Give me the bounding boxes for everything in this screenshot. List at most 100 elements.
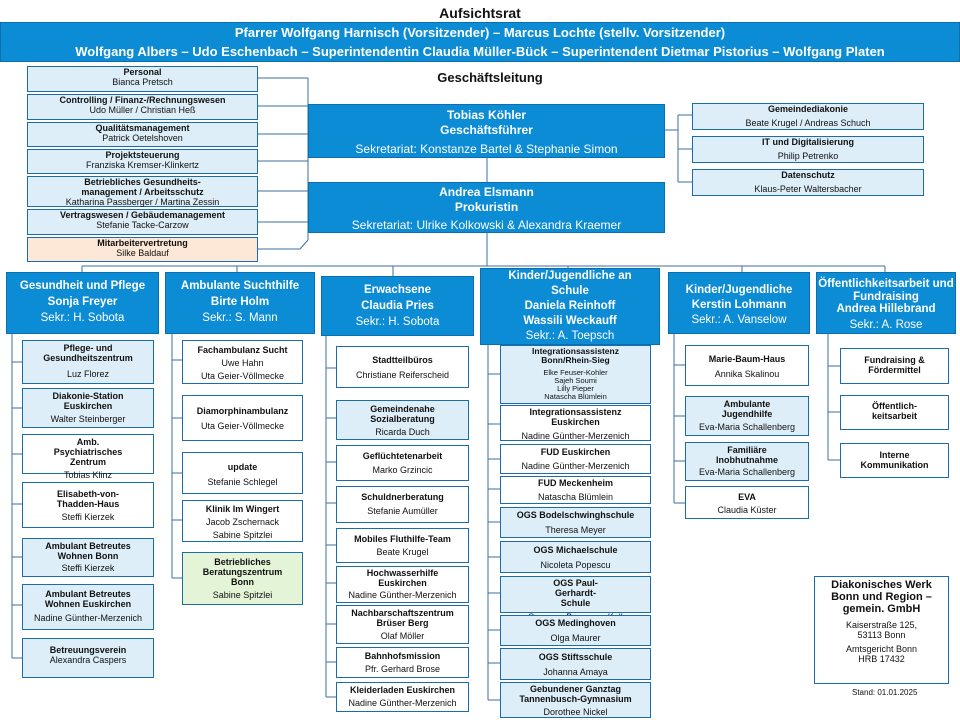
unit-person: Lilly Pieper xyxy=(557,384,594,393)
dept-sekretariat: Sekr.: H. Sobota xyxy=(40,312,125,324)
dept-header-schule: Kinder/Jugendliche an Schule Daniela Rei… xyxy=(480,268,660,345)
unit-person: Stefanie Schlegel xyxy=(207,477,278,487)
unit-person: Luz Florez xyxy=(66,369,110,379)
unit-person: Sabine Spitzlei xyxy=(212,590,273,600)
company-hrb: HRB 17432 xyxy=(858,654,905,664)
staff-box-gemeindediakonie: Gemeindediakonie Beate Krugel / Andreas … xyxy=(692,103,924,130)
dept-sekretariat: Sekr.: S. Mann xyxy=(202,312,278,324)
unit-title: Fachambulanz Sucht xyxy=(197,345,288,355)
staff-person: Silke Baldauf xyxy=(116,248,169,258)
unit-title: Gemeindenahe Sozialberatung xyxy=(370,404,435,424)
unit-box: Elisabeth-von-Thadden-Haus Steffi Kierze… xyxy=(22,482,154,528)
unit-box: EVA Claudia Küster xyxy=(685,486,809,519)
unit-box: Familiäre Inobhutnahme Eva-Maria Schalle… xyxy=(685,442,809,481)
unit-person: Steffi Kierzek xyxy=(61,512,115,522)
staff-box-it: IT und Digitalisierung Philip Petrenko xyxy=(692,136,924,163)
aufsichtsrat-band: Pfarrer Wolfgang Harnisch (Vorsitzender)… xyxy=(0,22,960,62)
unit-person: Olaf Möller xyxy=(380,631,425,641)
unit-title: OGS Bodelschwinghschule xyxy=(516,510,635,520)
company-address-2: 53113 Bonn xyxy=(857,630,906,640)
unit-box: Amb. Psychiatrisches Zentrum Tobias Klin… xyxy=(22,434,154,480)
dept-sekretariat: Sekr.: H. Sobota xyxy=(355,316,440,328)
unit-title: Gebundener Ganztag Tannenbusch-Gymnasium xyxy=(519,684,632,704)
unit-title: Betriebliches Beratungszentrum Bonn xyxy=(202,557,283,587)
staff-title: Vertragswesen / Gebäudemanagement xyxy=(59,210,226,220)
dept-header-oeffentlichkeit: Öffentlichkeitsarbeit und Fundraising An… xyxy=(816,272,956,334)
unit-title: FUD Meckenheim xyxy=(537,478,614,488)
staff-person: Franziska Kremser-Klinkertz xyxy=(85,160,200,170)
unit-title: Geflüchtetenarbeit xyxy=(362,451,443,461)
staff-person: Stefanie Tacke-Carzow xyxy=(96,220,189,230)
unit-title: Interne Kommunikation xyxy=(860,450,929,470)
dept-header-gesundheit: Gesundheit und Pflege Sonja Freyer Sekr.… xyxy=(6,272,159,334)
staff-box-projektsteuerung: Projektsteuerung Franziska Kremser-Klink… xyxy=(27,149,258,174)
staff-person: Katharina Passberger / Martina Zessin xyxy=(65,197,220,207)
unit-box: Ambulant Betreutes Wohnen Bonn Steffi Ki… xyxy=(22,538,154,577)
staff-title: Controlling / Finanz-/Rechnungswesen xyxy=(59,95,226,105)
unit-person: Uta Geier-Völlmecke xyxy=(200,421,285,431)
dept-sekretariat: Sekr.: A. Rose xyxy=(849,318,923,331)
unit-box: OGS Bodelschwinghschule Theresa Meyer xyxy=(500,507,651,538)
unit-box: Kleiderladen Euskirchen Nadine Günther-M… xyxy=(336,682,469,712)
unit-person-2: Uta Geier-Völlmecke xyxy=(200,371,285,381)
unit-title: Integrationsassistenz Euskirchen xyxy=(529,407,622,427)
unit-box: Ambulante Jugendhilfe Eva-Maria Schallen… xyxy=(685,396,809,436)
staff-box-datenschutz: Datenschutz Klaus-Peter Waltersbacher xyxy=(692,169,924,196)
unit-title: EVA xyxy=(738,492,756,502)
unit-title: Stadtteilbüros xyxy=(372,355,433,365)
unit-box: OGS Stiftsschule Johanna Amaya xyxy=(500,648,651,680)
gf-role: Geschäftsführer xyxy=(440,123,533,137)
unit-person: Eva-Maria Schallenberg xyxy=(698,467,796,477)
staff-title: IT und Digitalisierung xyxy=(762,137,854,147)
unit-person: Nadine Günther-Merzenich xyxy=(348,698,457,708)
staff-title: Betriebliches Gesundheits-management / A… xyxy=(81,177,204,197)
unit-box: Gebundener Ganztag Tannenbusch-Gymnasium… xyxy=(500,682,651,718)
unit-title: Pflege- und Gesundheitszentrum xyxy=(43,343,133,363)
unit-title: Öffentlich-keitsarbeit xyxy=(871,401,918,421)
unit-title: Familiäre Inobhutnahme xyxy=(716,445,778,465)
unit-title: Integrationsassistenz Bonn/Rhein-Sieg xyxy=(532,346,619,365)
geschaeftsfuehrer-box: Tobias Köhler Geschäftsführer Sekretaria… xyxy=(308,104,665,158)
unit-title: OGS Medinghoven xyxy=(535,618,616,628)
unit-person: Ricarda Duch xyxy=(375,427,430,437)
dept-head: Sonja Freyer xyxy=(47,296,118,308)
dept-title: Öffentlichkeitsarbeit und Fundraising xyxy=(818,278,954,303)
unit-box: Diamorphinambulanz Uta Geier-Völlmecke xyxy=(182,395,303,441)
dept-head: Andrea Hillebrand xyxy=(836,303,936,315)
unit-title: FUD Euskirchen xyxy=(540,447,611,457)
staff-title: Datenschutz xyxy=(781,170,835,180)
dept-head-2: Wassili Weckauff xyxy=(523,315,617,327)
prokurist-name: Andrea Elsmann xyxy=(439,185,534,199)
unit-person: Beate Krugel xyxy=(376,547,429,557)
staff-person: Klaus-Peter Waltersbacher xyxy=(754,184,862,194)
dept-head: Claudia Pries xyxy=(361,300,434,312)
unit-person: Alexandra Caspers xyxy=(49,655,127,665)
prokurist-box: Andrea Elsmann Prokuristin Sekretariat: … xyxy=(308,182,665,233)
dept-title: Gesundheit und Pflege xyxy=(19,280,146,292)
company-address-1: Kaiserstraße 125, xyxy=(845,620,918,630)
unit-person: Nicoleta Popescu xyxy=(540,560,611,570)
unit-person: Eva-Maria Schallenberg xyxy=(698,422,796,432)
staff-title: Projektsteuerung xyxy=(105,150,180,160)
company-court: Amtsgericht Bonn xyxy=(845,644,918,654)
unit-person: Steffi Kierzek xyxy=(61,563,115,573)
unit-person: Nadine Günther-Merzenich xyxy=(33,613,143,623)
unit-title: Kleiderladen Euskirchen xyxy=(349,685,456,695)
unit-title: Fundraising & Fördermittel xyxy=(864,355,925,375)
unit-title: Betreuungsverein xyxy=(49,645,127,655)
unit-title: Ambulant Betreutes Wohnen Euskirchen xyxy=(44,589,132,609)
unit-title: Marie-Baum-Haus xyxy=(708,354,786,364)
dept-title: Erwachsene xyxy=(363,284,432,296)
unit-box: OGS Paul-Gerhardt-Schule Susanne Baumann… xyxy=(500,576,651,622)
gf-name: Tobias Köhler xyxy=(446,108,527,122)
dept-sekretariat: Sekr.: A. Vanselow xyxy=(691,314,787,326)
aufsichtsrat-title: Aufsichtsrat xyxy=(439,5,521,21)
staff-box-mitarbeitervertretung: Mitarbeitervertretung Silke Baldauf xyxy=(27,237,258,262)
unit-person: Walter Steinberger xyxy=(50,414,126,424)
unit-box: OGS Michaelschule Nicoleta Popescu xyxy=(500,541,651,573)
unit-box: Bahnhofsmission Pfr. Gerhard Brose xyxy=(336,647,469,678)
staff-person: Philip Petrenko xyxy=(777,151,839,161)
unit-box: Diakonie-Station Euskirchen Walter Stein… xyxy=(22,388,154,428)
unit-person: Johanna Amaya xyxy=(543,667,608,677)
unit-box: Integrationsassistenz Euskirchen Nadine … xyxy=(500,405,651,441)
